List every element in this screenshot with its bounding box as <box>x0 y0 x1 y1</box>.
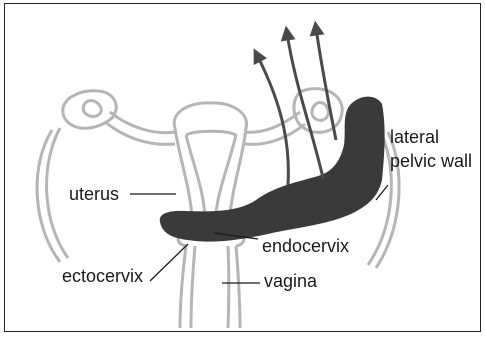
tumor-mass <box>160 97 385 242</box>
label-ectocervix: ectocervix <box>62 266 143 286</box>
label-pelvic-wall: pelvic wall <box>390 151 472 171</box>
label-uterus: uterus <box>69 184 119 204</box>
label-vagina: vagina <box>264 271 318 291</box>
pelvic-wall-left <box>37 128 68 262</box>
spread-arrows <box>257 28 336 185</box>
label-lateral: lateral <box>390 127 439 147</box>
spread-arrow-middle <box>287 33 323 178</box>
label-endocervix: endocervix <box>262 236 349 256</box>
spread-arrow-left <box>257 55 288 185</box>
spread-arrow-right <box>316 28 336 140</box>
